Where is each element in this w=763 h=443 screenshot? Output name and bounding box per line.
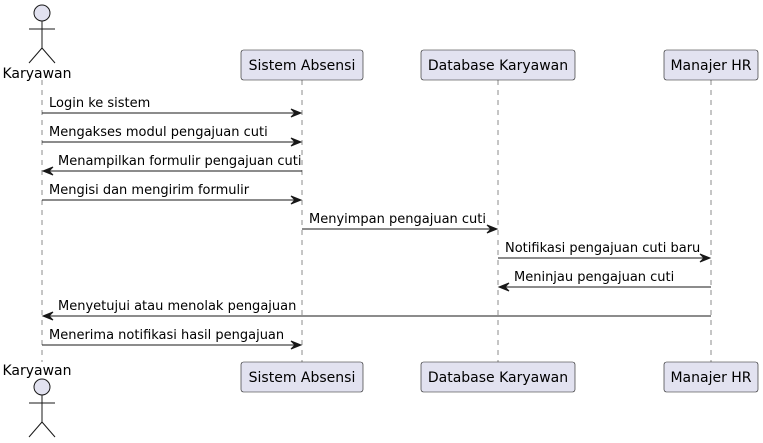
message-label: Menerima notifikasi hasil pengajuan bbox=[49, 328, 284, 343]
lifelines bbox=[41, 80, 712, 362]
arrowhead-icon bbox=[290, 108, 303, 118]
participant-manajer-bottom: Manajer HR bbox=[663, 361, 759, 393]
message: Menyimpan pengajuan cuti bbox=[302, 212, 499, 234]
actor-figure-icon bbox=[28, 4, 56, 64]
participant-sistem-top: Sistem Absensi bbox=[240, 49, 364, 81]
message: Notifikasi pengajuan cuti baru bbox=[498, 241, 712, 263]
message: Meninjau pengajuan cuti bbox=[497, 270, 711, 292]
message: Menampilkan formulir pengajuan cuti bbox=[41, 154, 302, 176]
participant-label: Manajer HR bbox=[670, 58, 751, 74]
participants-bottom: Karyawan Sistem Absensi Database Karyawan M… bbox=[2, 361, 759, 438]
message-label: Menyimpan pengajuan cuti bbox=[309, 212, 486, 227]
participant-box bbox=[420, 361, 576, 393]
arrowhead-icon bbox=[497, 282, 510, 292]
message: Mengakses modul pengajuan cuti bbox=[42, 125, 303, 147]
message-label: Menyetujui atau menolak pengajuan bbox=[58, 299, 296, 314]
message: Menyetujui atau menolak pengajuan bbox=[41, 299, 711, 321]
message: Mengisi dan mengirim formulir bbox=[42, 183, 303, 205]
actor-label: Karyawan bbox=[2, 66, 71, 82]
participant-label: Database Karyawan bbox=[428, 370, 568, 386]
message-label: Notifikasi pengajuan cuti baru bbox=[505, 241, 700, 256]
participant-database-bottom: Database Karyawan bbox=[420, 361, 576, 393]
arrowhead-icon bbox=[290, 340, 303, 350]
participant-box bbox=[420, 49, 576, 81]
participants-top: Karyawan Sistem Absensi Database Karyawan M… bbox=[2, 4, 759, 82]
arrowhead-icon bbox=[290, 195, 303, 205]
participant-database-top: Database Karyawan bbox=[420, 49, 576, 81]
arrowhead-icon bbox=[290, 137, 303, 147]
participant-box bbox=[240, 49, 364, 81]
message-label: Mengisi dan mengirim formulir bbox=[49, 183, 250, 198]
arrowhead-icon bbox=[699, 253, 712, 263]
message: Login ke sistem bbox=[42, 96, 303, 118]
participant-label: Manajer HR bbox=[670, 370, 751, 386]
actor-top: Karyawan bbox=[2, 4, 72, 82]
actor-figure-icon bbox=[28, 378, 56, 438]
actor-label: Karyawan bbox=[2, 363, 71, 379]
participant-box bbox=[663, 49, 759, 81]
participant-label: Sistem Absensi bbox=[249, 58, 356, 74]
message-label: Mengakses modul pengajuan cuti bbox=[49, 125, 268, 140]
arrowhead-icon bbox=[41, 166, 54, 176]
message-label: Menampilkan formulir pengajuan cuti bbox=[58, 154, 301, 169]
message-label: Login ke sistem bbox=[49, 96, 150, 111]
arrowhead-icon bbox=[486, 224, 499, 234]
message: Menerima notifikasi hasil pengajuan bbox=[42, 328, 303, 350]
participant-manajer-top: Manajer HR bbox=[663, 49, 759, 81]
participant-label: Database Karyawan bbox=[428, 58, 568, 74]
actor-bottom: Karyawan bbox=[2, 363, 72, 438]
participant-box bbox=[663, 361, 759, 393]
participant-label: Sistem Absensi bbox=[249, 370, 356, 386]
participant-box bbox=[240, 361, 364, 393]
message-label: Meninjau pengajuan cuti bbox=[514, 270, 674, 285]
participant-sistem-bottom: Sistem Absensi bbox=[240, 361, 364, 393]
arrowhead-icon bbox=[41, 311, 54, 321]
